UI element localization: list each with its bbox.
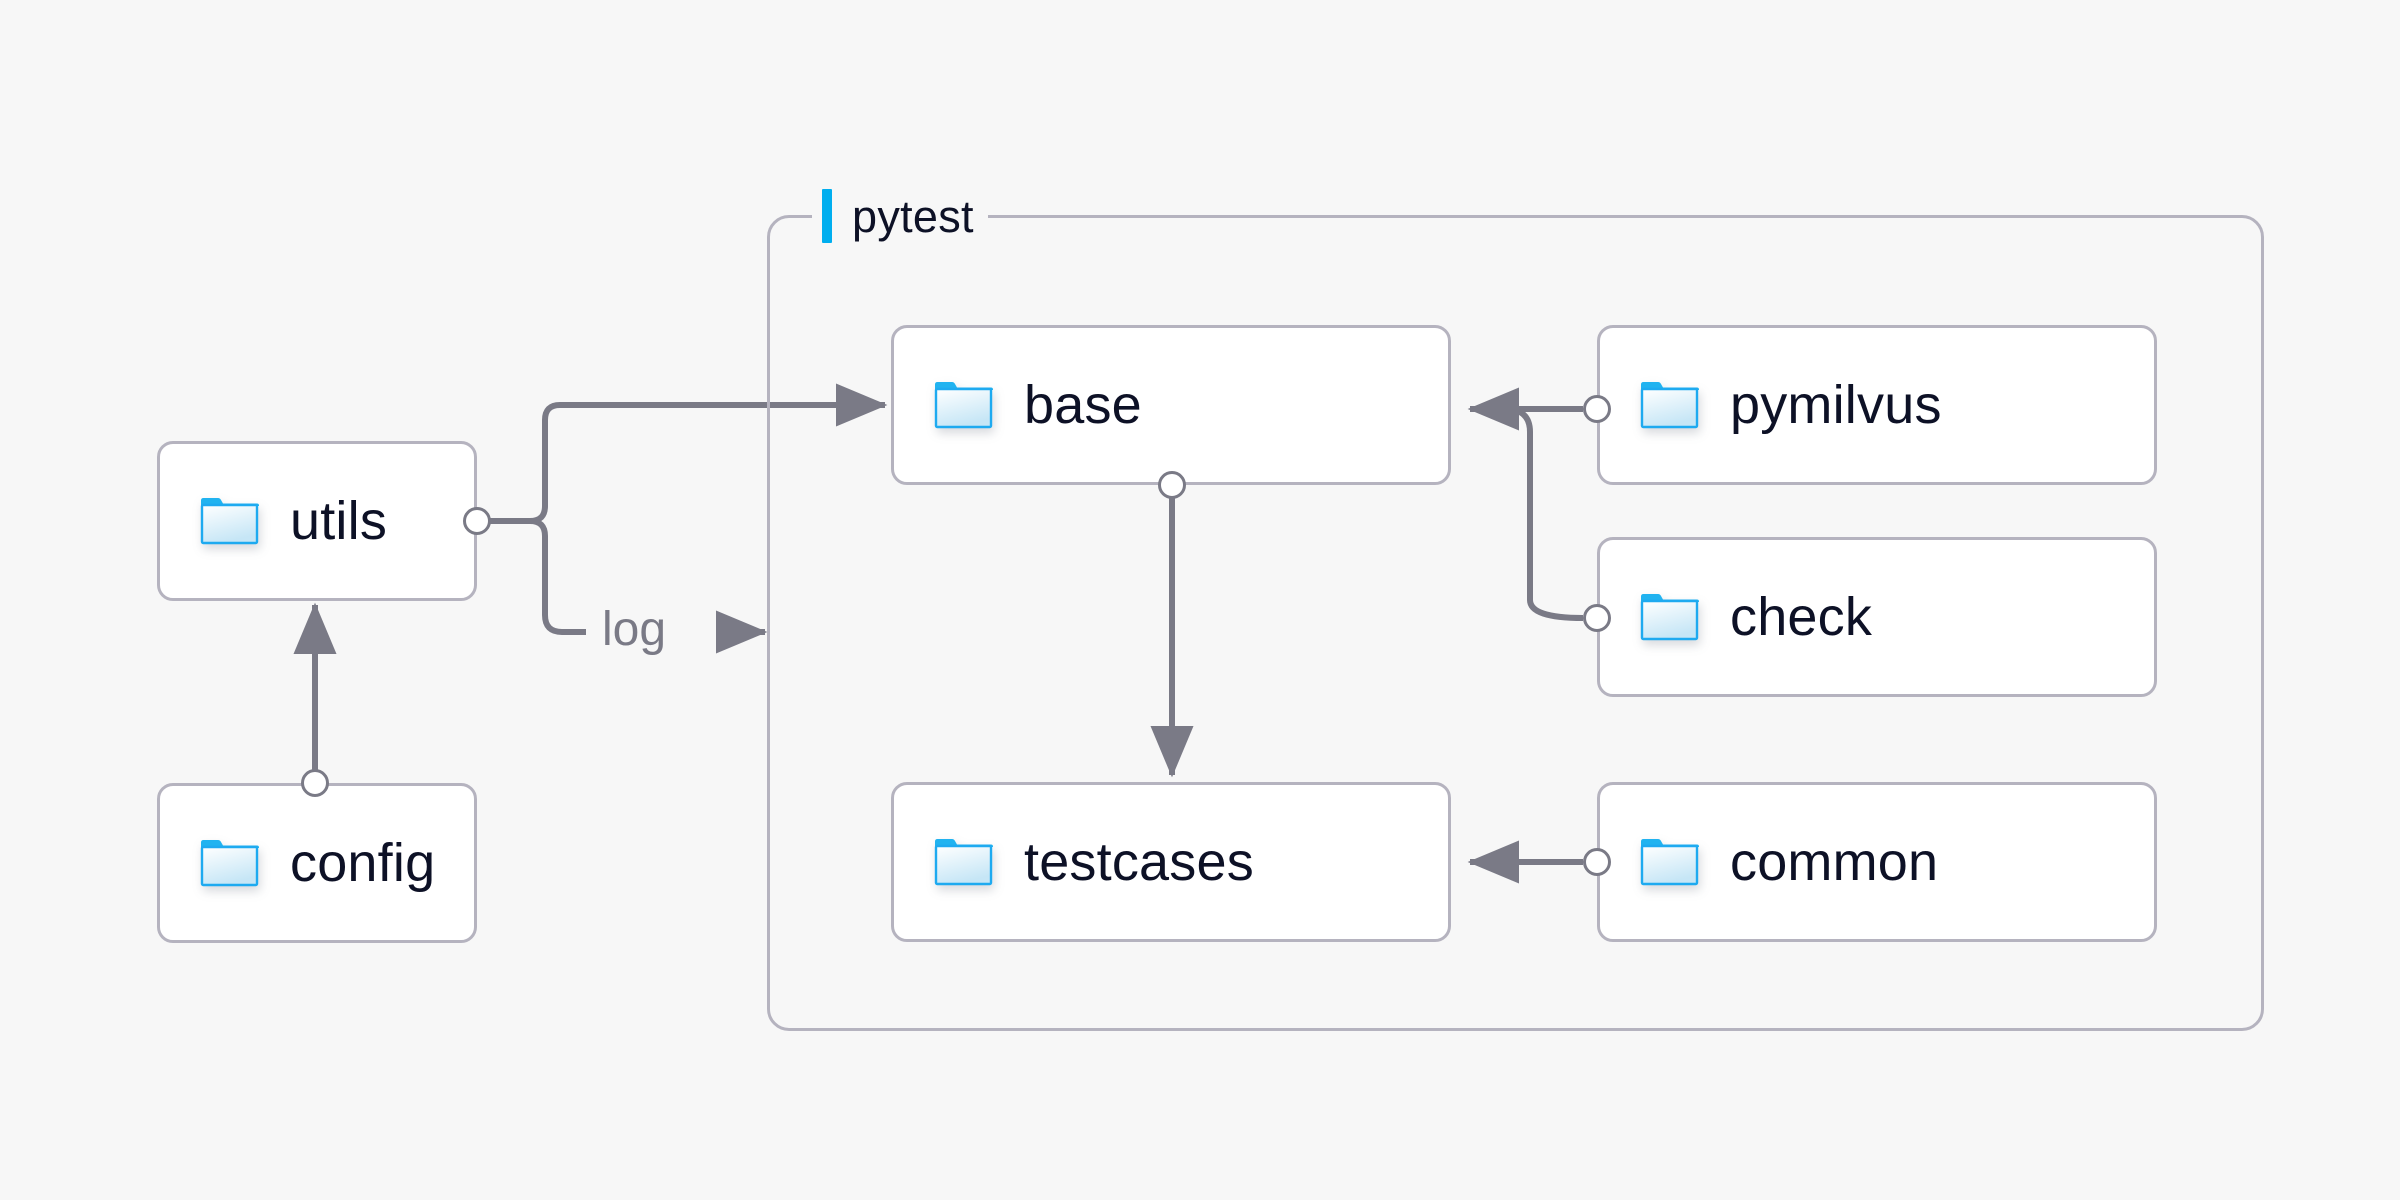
folder-icon xyxy=(1640,592,1700,642)
port-utils-right[interactable] xyxy=(463,507,491,535)
node-utils[interactable]: utils xyxy=(157,441,477,601)
group-pytest[interactable] xyxy=(767,215,2264,1031)
node-testcases[interactable]: testcases xyxy=(891,782,1451,942)
edge-label-log: log xyxy=(602,603,667,656)
port-config-top[interactable] xyxy=(301,769,329,797)
node-testcases-label: testcases xyxy=(1024,832,1254,892)
node-config[interactable]: config xyxy=(157,783,477,943)
node-pymilvus[interactable]: pymilvus xyxy=(1597,325,2157,485)
port-check-left[interactable] xyxy=(1583,604,1611,632)
folder-icon xyxy=(200,838,260,888)
node-base[interactable]: base xyxy=(891,325,1451,485)
group-pytest-title: pytest xyxy=(852,190,974,242)
node-common-label: common xyxy=(1730,832,1939,892)
node-check-label: check xyxy=(1730,587,1873,647)
accent-bar-icon xyxy=(822,189,832,243)
folder-icon xyxy=(1640,837,1700,887)
node-common[interactable]: common xyxy=(1597,782,2157,942)
port-base-bottom[interactable] xyxy=(1158,471,1186,499)
node-pymilvus-label: pymilvus xyxy=(1730,375,1942,435)
folder-icon xyxy=(1640,380,1700,430)
port-pymilvus-left[interactable] xyxy=(1583,395,1611,423)
group-pytest-label: pytest xyxy=(812,185,988,247)
port-common-left[interactable] xyxy=(1583,848,1611,876)
node-base-label: base xyxy=(1024,375,1142,435)
edge-utils-log xyxy=(487,518,586,635)
folder-icon xyxy=(200,496,260,546)
node-utils-label: utils xyxy=(290,491,388,551)
node-config-label: config xyxy=(290,833,436,893)
folder-icon xyxy=(934,380,994,430)
node-check[interactable]: check xyxy=(1597,537,2157,697)
folder-icon xyxy=(934,837,994,887)
